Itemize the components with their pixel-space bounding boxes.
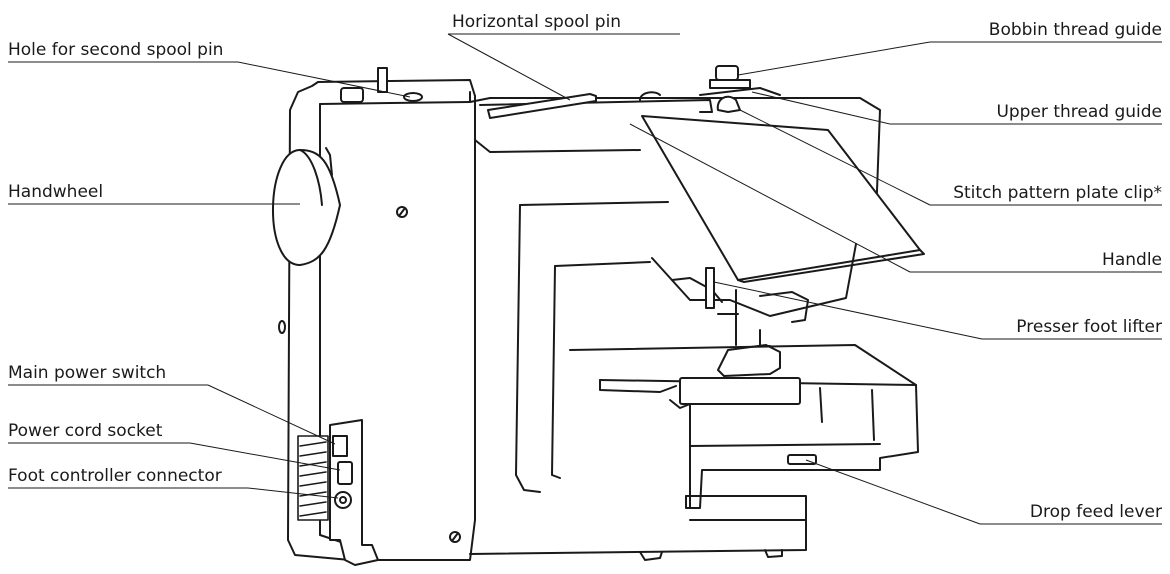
vent-grille bbox=[297, 435, 329, 521]
label-hole-second-spool-pin: Hole for second spool pin bbox=[8, 40, 224, 60]
thread-guide-clip bbox=[716, 95, 741, 113]
label-drop-feed-lever: Drop feed lever bbox=[1029, 502, 1162, 522]
label-upper-thread-guide: Upper thread guide bbox=[996, 102, 1162, 122]
machine-bed bbox=[569, 344, 919, 509]
presser-foot bbox=[717, 344, 781, 377]
spool-pin-post bbox=[377, 67, 388, 93]
label-main-power-switch: Main power switch bbox=[8, 363, 167, 383]
label-foot-controller-connector: Foot controller connector bbox=[8, 466, 222, 486]
label-handle: Handle bbox=[1102, 250, 1162, 270]
power-switch-shape bbox=[332, 435, 348, 457]
label-power-cord-socket: Power cord socket bbox=[8, 421, 163, 441]
label-horizontal-spool-pin: Horizontal spool pin bbox=[452, 12, 622, 32]
label-handwheel: Handwheel bbox=[8, 182, 104, 202]
label-stitch-pattern-plate-clip: Stitch pattern plate clip* bbox=[953, 183, 1162, 203]
needle-plate bbox=[679, 377, 801, 405]
spool-pin-hole bbox=[403, 92, 423, 102]
drop-feed-lever-shape bbox=[787, 454, 817, 465]
foot-controller-connector-shape bbox=[334, 491, 352, 509]
handwheel-shape bbox=[272, 149, 341, 266]
label-bobbin-thread-guide: Bobbin thread guide bbox=[988, 20, 1162, 40]
power-cord-socket-shape bbox=[337, 461, 353, 485]
label-presser-foot-lifter: Presser foot lifter bbox=[1016, 317, 1162, 337]
bobbin-thread-guide-shape bbox=[715, 65, 739, 81]
